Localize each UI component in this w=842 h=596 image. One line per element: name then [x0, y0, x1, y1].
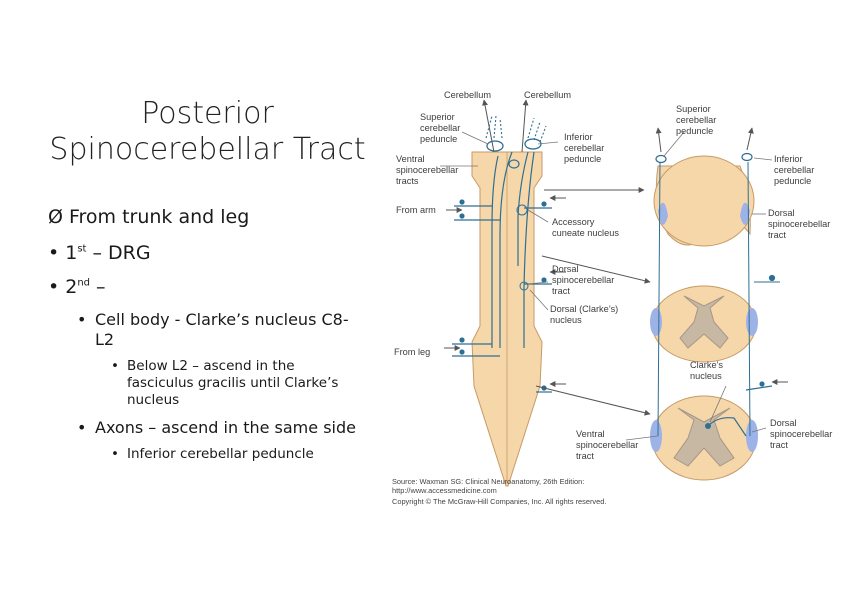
title-line-2: Spinocerebellar Tract [49, 132, 366, 167]
sub-sub-bullet-peduncle: •Inferior cerebellar peduncle [111, 446, 314, 462]
svg-text:From arm: From arm [396, 205, 436, 215]
section-pointers [535, 187, 651, 416]
title-line-1: Posterior [141, 96, 274, 131]
right-arrow-up-1 [655, 127, 662, 153]
bullet-first-order: •1st – DRG [48, 242, 151, 264]
label-from-arm: From arm [396, 205, 436, 215]
right-arrow-up-2 [746, 127, 754, 151]
clarke-nucleus-long [519, 281, 529, 291]
sub-bullet-cell-body: •Cell body - Clarke’s nucleus C8-L2 [77, 310, 349, 349]
svg-text:Cerebellum: Cerebellum [524, 90, 571, 100]
caption-url: http://www.accessmedicine.com [392, 486, 497, 495]
bullet-dot-icon: • [111, 358, 119, 374]
bullet-dot-icon: • [48, 276, 60, 298]
leg-ganglia [459, 277, 547, 391]
right-inferior-ring [741, 152, 753, 162]
arrow-to-cerebellum-left [482, 99, 495, 153]
right-superior-ring [655, 154, 667, 164]
bullet-dot-icon: • [111, 446, 119, 462]
arrow-bullet-icon: Ø [48, 206, 63, 228]
cross-section-medulla [653, 155, 755, 247]
leader-lines [440, 131, 773, 441]
cross-section-fibres [657, 161, 780, 437]
bullet-dot-icon: • [77, 418, 87, 437]
arm-ganglia [459, 199, 547, 219]
incoming-arrows [444, 195, 566, 387]
accessory-cuneate-nucleus [516, 204, 528, 216]
cross-section-lumbar [650, 379, 788, 481]
dashed-projections [485, 115, 547, 143]
superior-peduncle-ring [486, 140, 504, 152]
label-cerebellum-right: Cerebellum [524, 90, 571, 100]
label-cerebellum-left: Cerebellum [444, 90, 491, 100]
sub-bullet-axons: •Axons – ascend in the same side [77, 418, 356, 437]
bullet-second-order: •2nd – [48, 276, 106, 298]
caption-copyright: Copyright © The McGraw-Hill Companies, I… [392, 497, 606, 506]
arrow-to-cerebellum-right [521, 99, 529, 153]
svg-text:Cerebellum: Cerebellum [444, 90, 491, 100]
decussation-ring [508, 159, 520, 169]
label-from-leg: From leg [394, 347, 430, 357]
arm-afferents [454, 205, 552, 221]
caption-source: Source: Waxman SG: Clinical Neuroanatomy… [392, 477, 584, 486]
bullet-dot-icon: • [77, 310, 87, 329]
label-clarke-long: Dorsal (Clarke’s)nucleus [550, 304, 618, 325]
slide-title: Posterior Spinocerebellar Tract [40, 96, 375, 168]
ascending-fibres [491, 151, 535, 348]
sub-sub-bullet-below-l2: •Below L2 – ascend in the fasciculus gra… [111, 358, 339, 408]
bullet-dot-icon: • [48, 242, 60, 264]
cross-section-thoracic [650, 285, 758, 363]
svg-text:From leg: From leg [394, 347, 430, 357]
